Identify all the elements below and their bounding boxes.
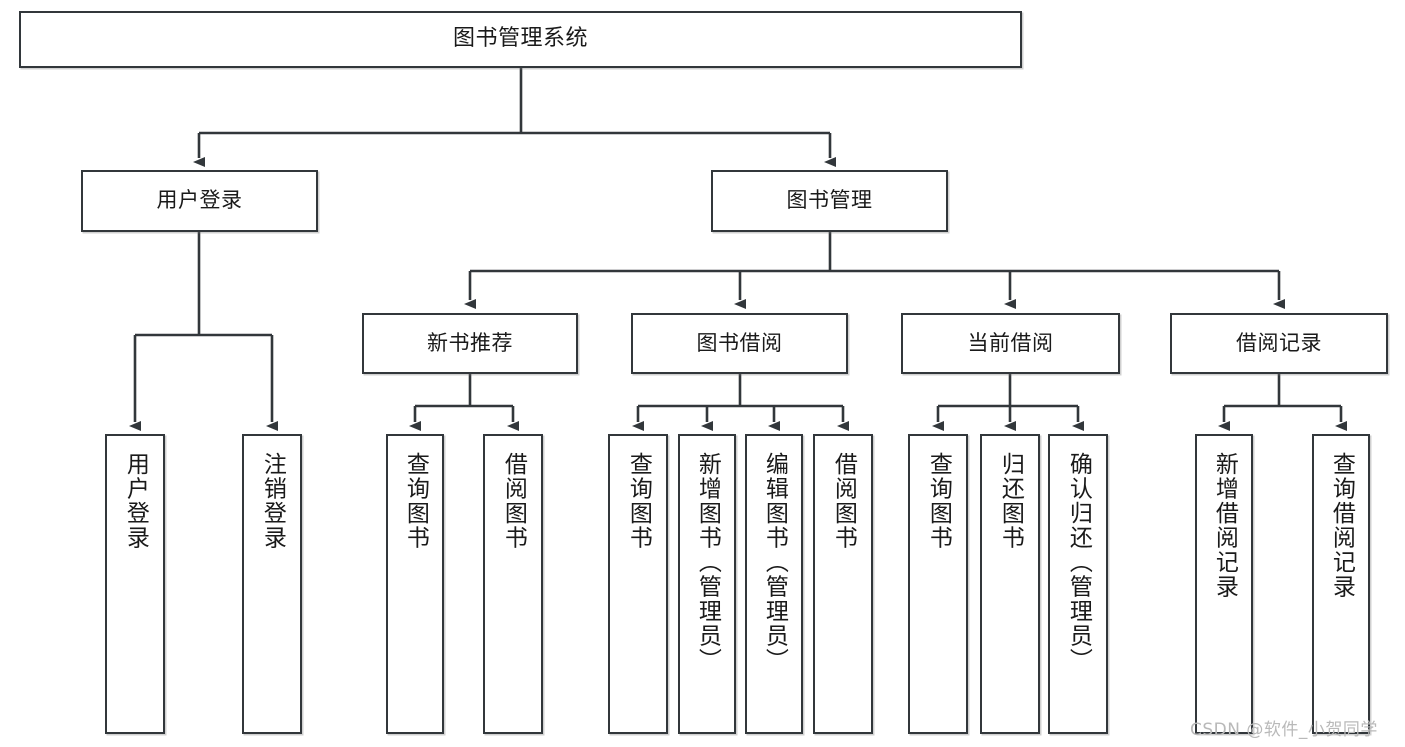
node-label: 借阅记录 — [1236, 330, 1322, 355]
node-label: 借阅图书 — [830, 452, 857, 550]
leaf-current-return-book[interactable]: 归还图书 — [980, 434, 1040, 734]
leaf-record-add-borrow-record[interactable]: 新增借阅记录 — [1195, 434, 1253, 734]
node-label: 图书管理系统 — [452, 26, 588, 52]
leaf-borrow-edit-book-admin[interactable]: 编辑图书（管理员） — [745, 434, 803, 734]
node-label: 图书借阅 — [696, 330, 783, 355]
node-label: 查询借阅记录 — [1328, 452, 1355, 599]
leaf-current-confirm-return-admin[interactable]: 确认归还（管理员） — [1048, 434, 1108, 734]
node-label: 查询图书 — [402, 452, 429, 550]
node-label: 归还图书 — [997, 452, 1024, 550]
node-label: 当前借阅 — [967, 330, 1054, 355]
node-new-book-recommend[interactable]: 新书推荐 — [362, 313, 578, 374]
node-user-login[interactable]: 用户登录 — [81, 170, 318, 232]
node-root-book-management-system[interactable]: 图书管理系统 — [19, 11, 1022, 68]
leaf-borrow-query-book[interactable]: 查询图书 — [608, 434, 668, 734]
node-label: 注销登录 — [259, 452, 286, 550]
node-current-borrow[interactable]: 当前借阅 — [901, 313, 1120, 374]
leaf-recommend-borrow-book[interactable]: 借阅图书 — [483, 434, 543, 734]
leaf-user-login-login[interactable]: 用户登录 — [105, 434, 165, 734]
leaf-user-login-logout[interactable]: 注销登录 — [242, 434, 302, 734]
node-label: 新书推荐 — [427, 330, 513, 355]
node-label: 用户登录 — [122, 452, 149, 550]
leaf-current-query-book[interactable]: 查询图书 — [908, 434, 968, 734]
node-label: 用户登录 — [156, 188, 243, 213]
node-borrow-record[interactable]: 借阅记录 — [1170, 313, 1388, 374]
leaf-borrow-add-book-admin[interactable]: 新增图书（管理员） — [678, 434, 736, 734]
node-label: 确认归还（管理员） — [1065, 452, 1092, 673]
node-label: 编辑图书（管理员） — [761, 452, 788, 673]
node-label: 查询图书 — [925, 452, 952, 550]
node-label: 借阅图书 — [500, 452, 527, 550]
node-book-management[interactable]: 图书管理 — [711, 170, 948, 232]
node-book-borrow[interactable]: 图书借阅 — [631, 313, 848, 374]
csdn-watermark: CSDN @软件_小贺同学 — [1190, 720, 1378, 740]
node-label: 新增借阅记录 — [1211, 452, 1238, 599]
leaf-record-query-borrow-record[interactable]: 查询借阅记录 — [1312, 434, 1370, 734]
node-label: 图书管理 — [786, 188, 873, 213]
leaf-borrow-borrow-book[interactable]: 借阅图书 — [813, 434, 873, 734]
node-label: 新增图书（管理员） — [694, 452, 721, 673]
leaf-recommend-query-book[interactable]: 查询图书 — [386, 434, 444, 734]
node-label: 查询图书 — [625, 452, 652, 550]
